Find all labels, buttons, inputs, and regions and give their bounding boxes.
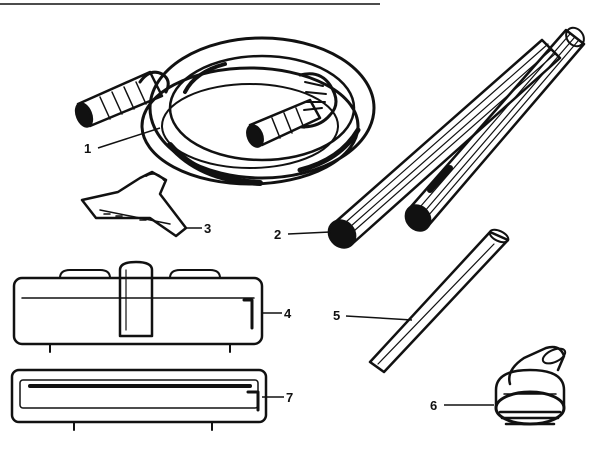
dusting-brush-illustration — [494, 345, 567, 426]
floor-nozzle-base-illustration — [10, 368, 268, 431]
leader-line-2 — [287, 231, 331, 235]
part-number-5: 5 — [333, 308, 340, 323]
upholstery-nozzle-illustration — [80, 170, 188, 238]
hose-illustration — [74, 36, 376, 186]
crevice-tool-illustration — [368, 228, 510, 374]
leader-line-1 — [97, 127, 161, 149]
extension-wands-illustration — [327, 26, 586, 249]
part-number-7: 7 — [286, 390, 293, 405]
part-number-4: 4 — [284, 306, 292, 321]
floor-nozzle-illustration — [12, 260, 264, 353]
part-number-2: 2 — [274, 227, 281, 242]
leader-line-5 — [345, 315, 413, 321]
part-number-1: 1 — [84, 141, 91, 156]
part-number-3: 3 — [204, 221, 211, 236]
part-number-6: 6 — [430, 398, 437, 413]
